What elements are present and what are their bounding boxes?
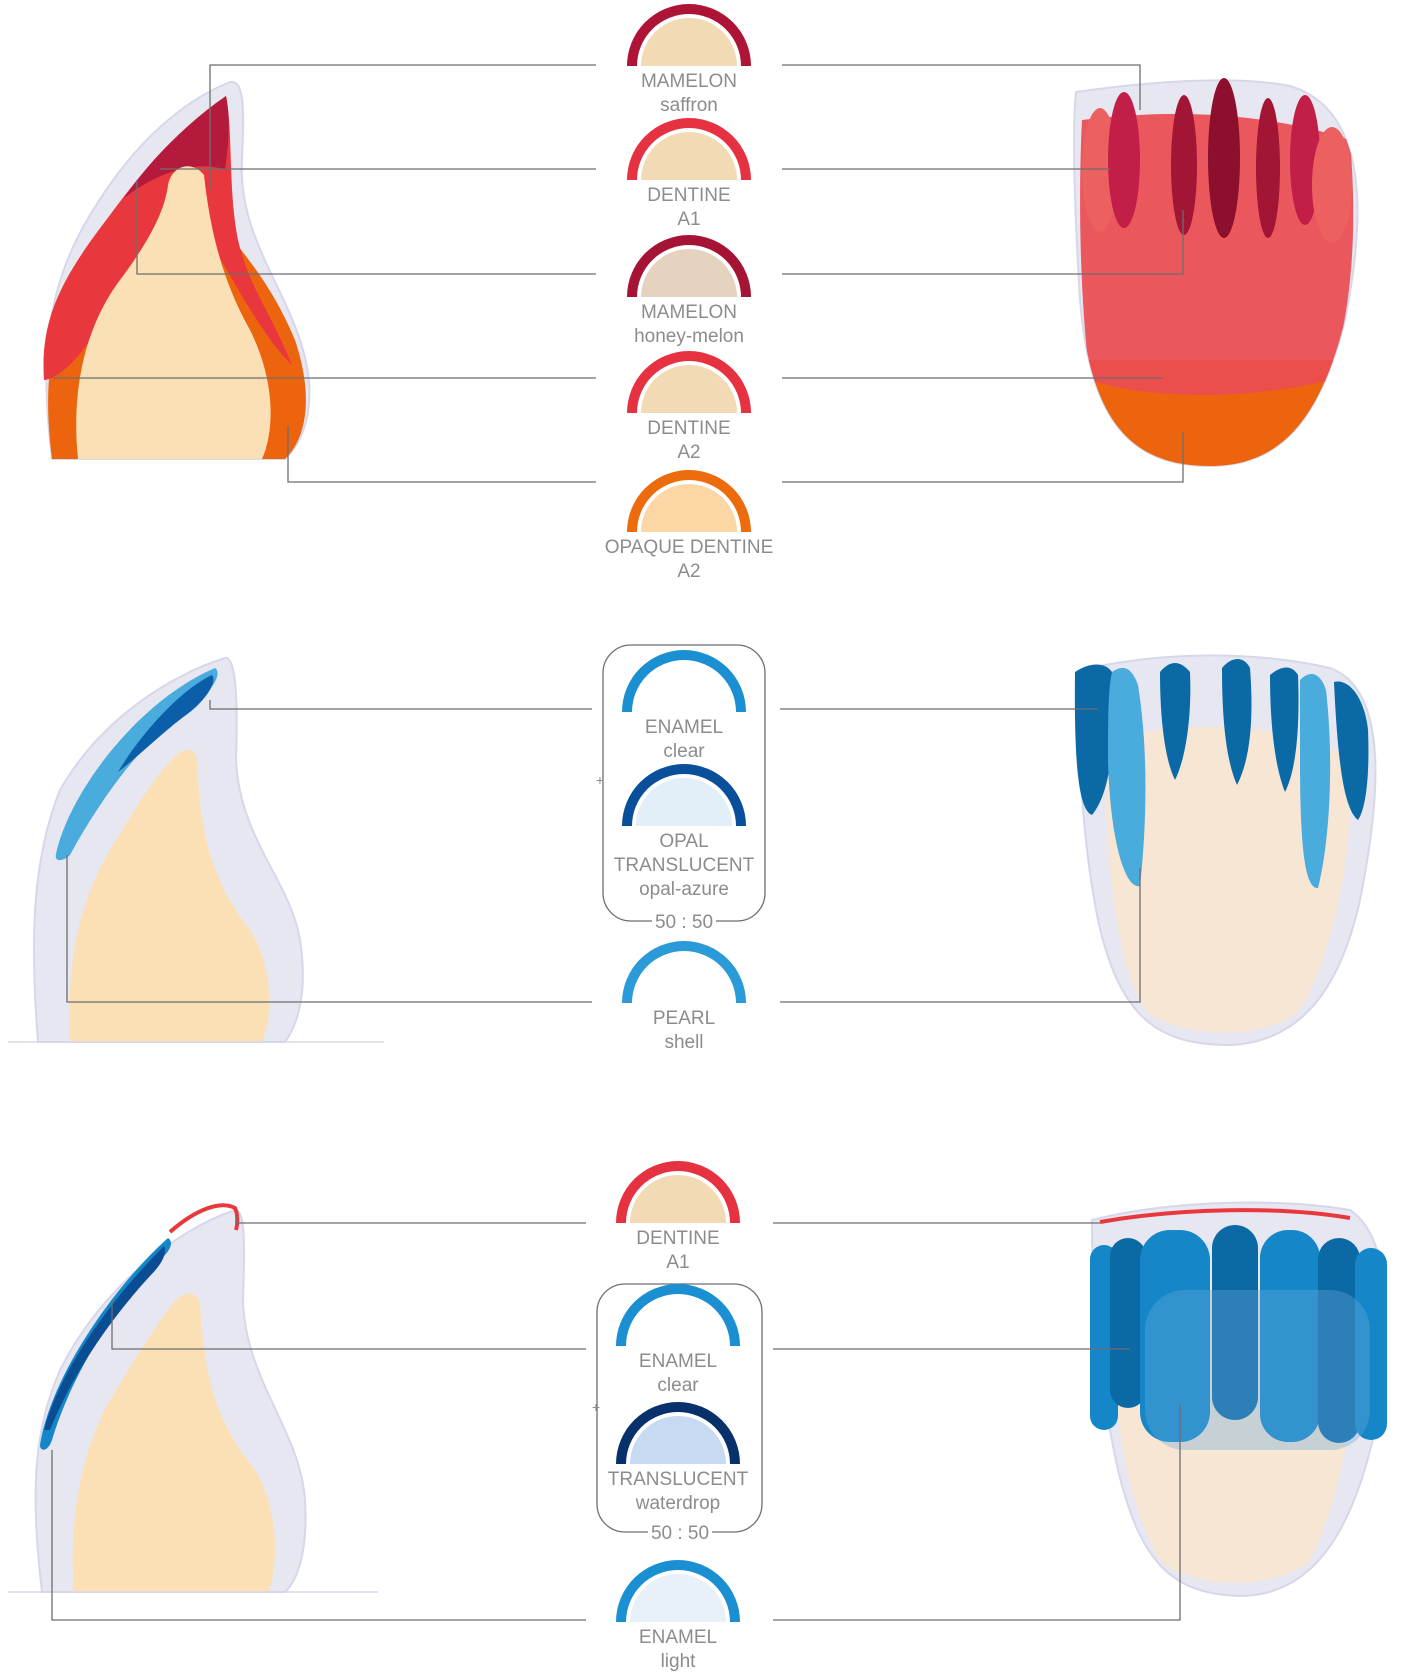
swatch-1-5: OPAQUE DENTINE A2 — [605, 470, 774, 582]
swatch-label-line-2: clear — [657, 1375, 699, 1396]
swatch-label-line-2: A1 — [677, 209, 700, 230]
swatch-2-1: ENAMEL clear — [622, 650, 746, 762]
tooth-facial-view-3 — [1090, 1203, 1387, 1596]
swatch-label-line-2: A2 — [677, 442, 700, 463]
swatch-label-line-2: A1 — [666, 1252, 689, 1273]
swatch-label-line-2: waterdrop — [635, 1493, 721, 1514]
tooth-facial-view-2 — [1075, 655, 1376, 1045]
swatch-label-line-1: MAMELON — [641, 71, 737, 92]
swatch-3-4: ENAMEL light — [616, 1560, 740, 1672]
swatch-1-2: DENTINE A1 — [627, 118, 751, 230]
swatch-1-3: MAMELON honey-melon — [627, 235, 751, 347]
plus-sign: + — [592, 1399, 600, 1415]
swatch-label-line-1: MAMELON — [641, 302, 737, 323]
swatch-2-2: OPAL TRANSLUCENT opal-azure — [614, 764, 755, 900]
swatch-label-line-1: TRANSLUCENT — [608, 1469, 749, 1490]
swatch-label-line-2: TRANSLUCENT — [614, 855, 755, 876]
swatch-label-line-2: A2 — [677, 561, 700, 582]
tooth-facial-view-1 — [1070, 78, 1370, 480]
swatch-label-line-1: OPAL — [659, 831, 708, 852]
swatch-3-3: TRANSLUCENT waterdrop — [608, 1402, 749, 1514]
swatch-label-line-1: DENTINE — [636, 1228, 719, 1249]
swatch-badges: MAMELONsaffronDENTINEA1MAMELONhoney-melo… — [605, 4, 774, 1672]
swatch-1-1: MAMELON saffron — [627, 4, 751, 116]
swatch-label-line-2: light — [661, 1651, 697, 1672]
swatch-label-line-2: honey-melon — [634, 326, 744, 347]
swatch-label-line-2: saffron — [660, 95, 718, 116]
mamelon-fingers — [1082, 78, 1352, 243]
swatch-label-line-1: DENTINE — [647, 418, 730, 439]
swatch-label-line-1: ENAMEL — [639, 1627, 717, 1648]
swatch-label-line-2: clear — [663, 741, 705, 762]
swatch-label-line-2: shell — [664, 1032, 703, 1053]
tooth-side-profile-3 — [8, 1205, 378, 1592]
swatch-label-line-1: ENAMEL — [645, 717, 723, 738]
swatch-label-line-1: OPAQUE DENTINE — [605, 537, 774, 558]
swatch-3-1: DENTINE A1 — [616, 1161, 740, 1273]
plus-sign: + — [596, 772, 604, 788]
swatch-2-3: PEARL shell — [622, 941, 746, 1053]
mix-ratio-label: 50 : 50 — [651, 1523, 709, 1544]
swatch-label-line-1: DENTINE — [647, 185, 730, 206]
swatch-3-2: ENAMEL clear — [616, 1284, 740, 1396]
mix-ratio-label: 50 : 50 — [655, 912, 713, 933]
swatch-1-4: DENTINE A2 — [627, 351, 751, 463]
swatch-label-line-1: PEARL — [653, 1008, 715, 1029]
tooth-side-profile-1 — [44, 82, 310, 459]
swatch-label-line-1: ENAMEL — [639, 1351, 717, 1372]
tooth-side-profile-2 — [8, 658, 384, 1042]
swatch-label-line-3: opal-azure — [639, 879, 729, 900]
